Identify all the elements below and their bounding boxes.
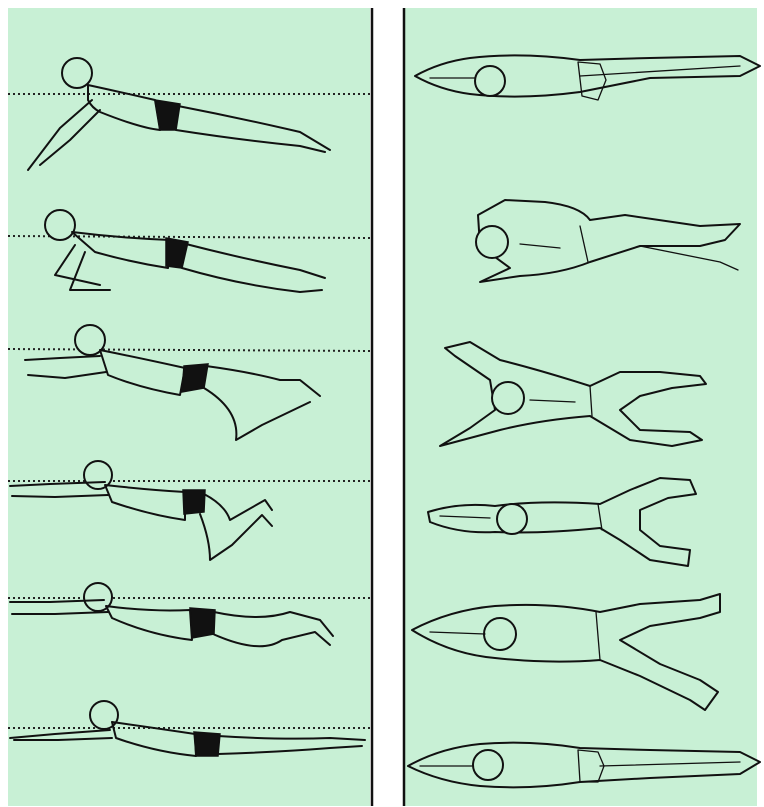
top-view-panel [405, 8, 757, 806]
side-view-panel [8, 8, 370, 806]
